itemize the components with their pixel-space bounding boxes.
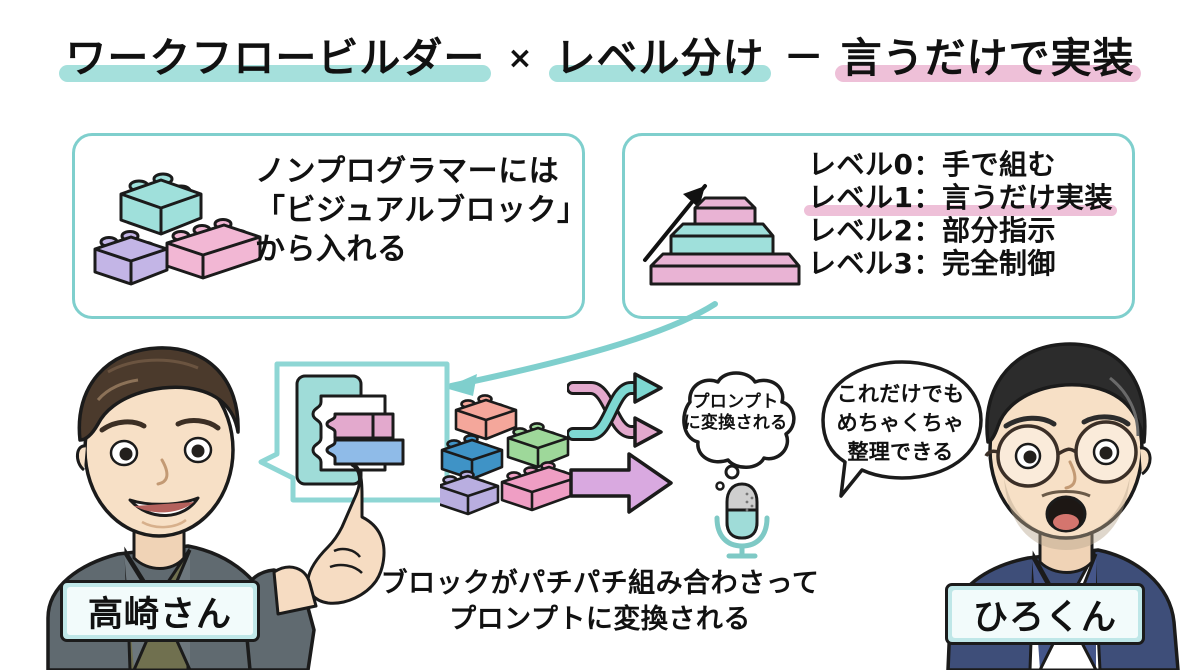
speech-bubble-right-text: これだけでも めちゃくちゃ 整理できる [818,380,983,467]
level-row-2: レベル2：部分指示 [808,214,1113,247]
title-text-2: レベル分け [554,33,765,82]
level-label-1: レベル1：言うだけ実装 [804,181,1117,217]
left-card-line-3: から入れる [255,232,408,267]
connector-arrow-icon [445,301,718,396]
thought-bubble-text: プロンプト に変換される [663,392,808,435]
page-title: ワークフロービルダー × レベル分け — 言うだけで実装 [0,33,1200,82]
name-plate-left-text: 高崎さん [87,594,232,635]
level-label-3: レベル3：完全制御 [808,247,1056,281]
levels-list: レベル0：手で組む レベル1：言うだけ実装 レベル2：部分指示 レベル3：完全制… [804,148,1117,280]
title-highlight-teal-2 [548,65,771,82]
builder-speech-frame [258,361,450,503]
workflow-builder-icon [295,374,405,486]
level-label-0: レベル0：手で組む [808,148,1056,181]
shuffle-arrows-icon [567,372,663,448]
right-arrow-icon [569,452,673,514]
name-plate-right: ひろくん [945,583,1145,645]
title-text-3: 言うだけで実装 [840,33,1135,82]
title-segment-say-to-build: 言うだけで実装 [834,33,1141,82]
title-text-1: ワークフロービルダー [65,33,486,82]
title-segment-levels: レベル分け [548,33,771,82]
left-card-emphasis: ビジュアルブロック [283,193,559,231]
left-card-quote-close: 」 [557,193,588,228]
left-card-line-1: ノンプログラマーには [255,154,560,189]
thought-bubble-prompt [682,371,796,491]
title-dash: — [786,34,821,74]
card-visual-blocks: ノンプログラマーには 「ビジュアルブロック」 から入れる [72,133,588,319]
left-card-line-2: 「ビジュアルブロック」 [255,191,588,231]
caption-line-2: プロンプトに変換される [449,603,751,635]
level-row-0: レベル0：手で組む [808,148,1113,181]
microphone-icon [714,482,770,559]
title-segment-workflow-builder: ワークフロービルダー [59,33,492,82]
speech-right-line-2: めちゃくちゃ [836,410,965,435]
speech-bubble-right [821,360,983,498]
level-label-2: レベル2：部分指示 [808,214,1056,248]
card-levels: レベル0：手で組む レベル1：言うだけ実装 レベル2：部分指示 レベル3：完全制… [622,133,1135,319]
speech-right-line-3: 整理できる [847,439,954,464]
lego-bricks-icon [93,172,262,286]
title-highlight-pink [834,65,1141,82]
lego-block-pile-icon [440,394,581,516]
title-times-symbol: × [507,41,533,76]
level-row-1: レベル1：言うだけ実装 [804,181,1117,217]
thought-bubble-line-1: プロンプト [692,392,779,412]
title-highlight-teal-1 [59,65,492,82]
bottom-caption: ブロックがパチパチ組み合わさって プロンプトに変換される [0,566,1200,637]
rising-steps-icon [643,184,801,286]
speech-right-line-1: これだけでも [836,382,965,406]
name-plate-left: 高崎さん [60,580,260,642]
thought-bubble-line-2: に変換される [683,413,788,434]
left-card-quote-open: 「 [255,193,286,228]
name-plate-right-text: ひろくん [972,597,1117,638]
caption-line-1: ブロックがパチパチ組み合わさって [380,568,820,599]
pointing-hand-icon [306,463,386,605]
left-card-text: ノンプログラマーには 「ビジュアルブロック」 から入れる [255,152,588,269]
level-row-3: レベル3：完全制御 [808,247,1113,280]
